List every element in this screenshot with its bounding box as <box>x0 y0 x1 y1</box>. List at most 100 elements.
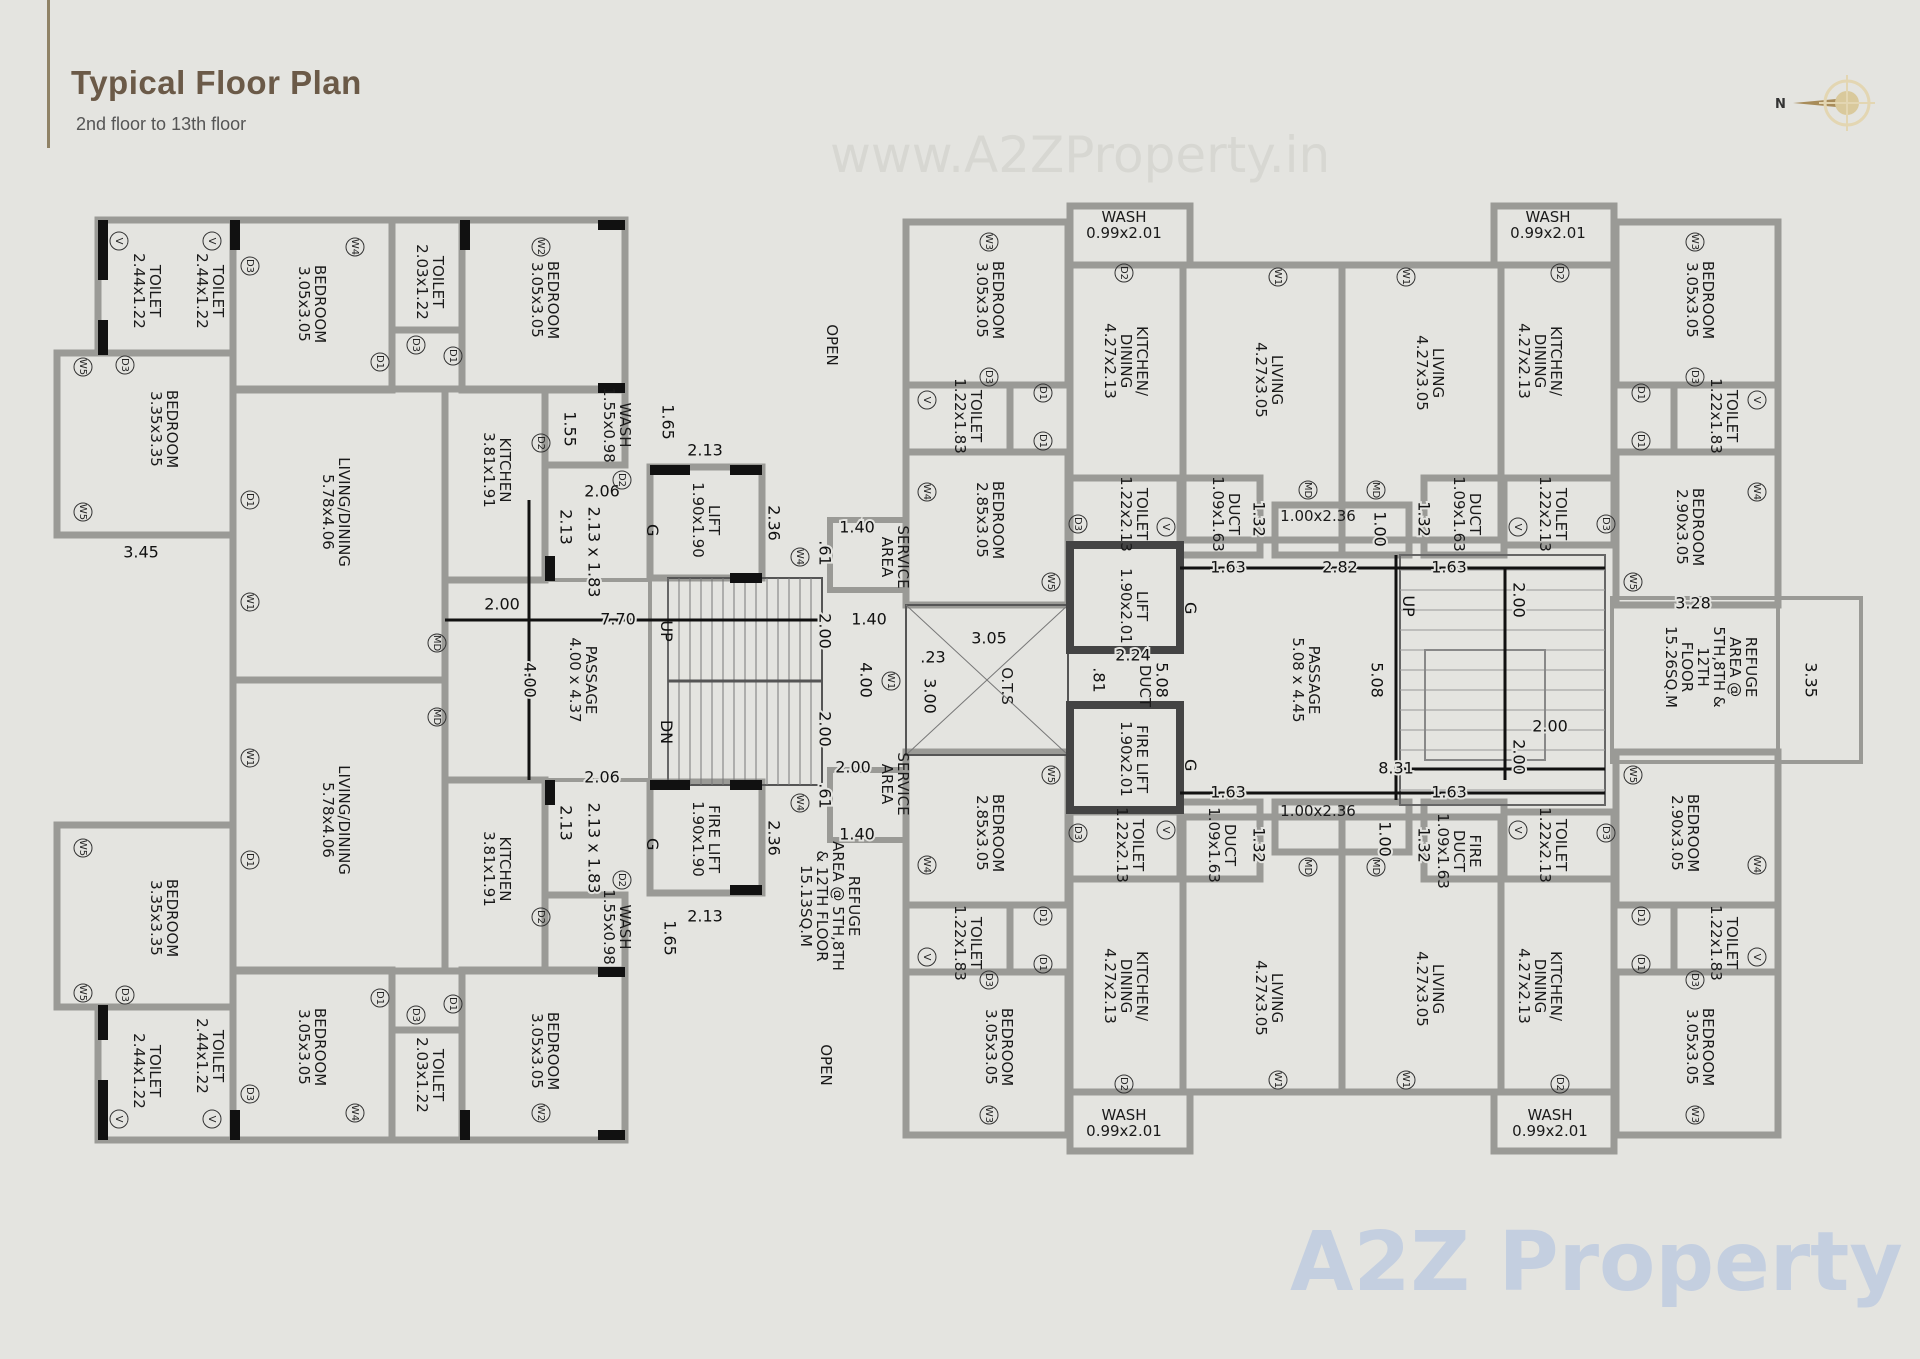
opening-tag: D3 <box>115 355 135 375</box>
opening-tag: D2 <box>1550 1074 1570 1094</box>
opening-tag: D3 <box>979 970 999 990</box>
dimension-label: 3.45 <box>123 543 159 562</box>
opening-tag: D3 <box>1685 367 1705 387</box>
room-label-name: DUCT <box>1466 493 1484 536</box>
column <box>460 1110 470 1140</box>
opening-tag-text: W1 <box>244 750 255 766</box>
wall <box>1420 798 1508 883</box>
room-label-size: 3.05x3.05 <box>528 262 546 338</box>
column <box>650 780 690 790</box>
dimension-label: 4.00 <box>521 662 540 698</box>
opening-tag: W1 <box>881 671 901 691</box>
column <box>598 383 625 393</box>
room-label-size: 5.78x4.06 <box>319 782 337 858</box>
opening-tag-text: W4 <box>794 549 805 565</box>
opening-tag-text: D3 <box>1072 517 1083 531</box>
room-label-size: 1.90x1.90 <box>689 482 707 558</box>
room-label-name: BEDROOM <box>311 1008 329 1086</box>
opening-tag: W4 <box>790 793 810 813</box>
opening-tag-text: W5 <box>77 504 88 520</box>
room-label-name: TOILET <box>209 264 227 318</box>
opening-tag: W3 <box>979 232 999 252</box>
opening-tag: D1 <box>443 346 463 366</box>
room-label-name: BEDROOM <box>1689 488 1707 566</box>
opening-tag-text: V <box>1751 954 1762 961</box>
room-label-name: REFUGE <box>845 876 863 937</box>
column <box>98 220 108 280</box>
opening-tag: MD <box>1298 480 1318 500</box>
room-label-size: 1.09x1.63 <box>1450 476 1468 552</box>
room-label-name: LIVING <box>1268 973 1286 1023</box>
dimension-label: 2.00 <box>816 613 835 649</box>
opening-tag-text: D3 <box>983 973 994 987</box>
opening-tag: W5 <box>1041 765 1061 785</box>
opening-tag-text: W4 <box>921 484 932 500</box>
room-label-size: 4.00 x 4.37 <box>566 637 584 722</box>
dimension-label: 1.32 <box>1415 827 1434 863</box>
opening-tag-text: W3 <box>983 234 994 250</box>
room-label-size: 1.22x2.13 <box>1536 476 1554 552</box>
stair-direction-label: DN <box>657 720 676 744</box>
room-label-name: OPEN <box>817 1044 835 1086</box>
opening-tag-text: W1 <box>1400 269 1411 285</box>
room-label-name: TOILET <box>1552 818 1570 872</box>
opening-tag-text: MD <box>431 709 442 726</box>
wall <box>1338 501 1413 559</box>
opening-tag-text: V <box>1751 397 1762 404</box>
room-label-size: 3.05x3.05 <box>982 1009 1000 1085</box>
dimension-label: 3.00 <box>921 678 940 714</box>
room-label-size: 5.08 x 4.45 <box>1289 637 1307 722</box>
room-label-size: 3.05x3.05 <box>295 266 313 342</box>
room-label-extra2: 15.13SQ.M <box>797 865 815 947</box>
room-label-size: 3.05x3.05 <box>1683 262 1701 338</box>
north-label: N <box>1775 97 1786 112</box>
opening-tag: D1 <box>370 352 390 372</box>
column <box>545 780 555 805</box>
room-label-size: 2.90x3.05 <box>1673 489 1691 565</box>
room-label-name: WASH <box>1527 1106 1572 1124</box>
lift-door-label: G <box>643 524 662 536</box>
dimension-label: 2.06 <box>584 482 620 501</box>
room-label-size: 1.22x1.83 <box>1707 378 1725 454</box>
room-label-size: 3.05x3.05 <box>528 1013 546 1089</box>
opening-tag: D1 <box>1631 954 1651 974</box>
room-label-name: LIVING <box>1268 355 1286 405</box>
opening-tag-text: D3 <box>983 370 994 384</box>
dimension-label: 1.40 <box>839 518 875 537</box>
opening-tag: D1 <box>443 994 463 1014</box>
room-label-name: 1.00x2.36 <box>1280 507 1356 525</box>
room-label-name: LIVING/DINING <box>335 457 353 567</box>
dimension-label: 2.36 <box>765 505 784 541</box>
room-label-extra: 5TH,8TH & <box>1710 626 1728 708</box>
opening-tag-text: W4 <box>349 239 360 255</box>
opening-tag: D3 <box>1596 514 1616 534</box>
column <box>230 1110 240 1140</box>
dimension-label: 2.36 <box>765 820 784 856</box>
dimension-label: 2.00 <box>1532 717 1568 736</box>
dimension-label: 2.06 <box>584 768 620 787</box>
opening-tag: D1 <box>1033 383 1053 403</box>
opening-tag: D3 <box>240 1084 260 1104</box>
room-label-size: 3.05x3.05 <box>973 262 991 338</box>
room-label-name: BEDROOM <box>989 794 1007 872</box>
room-label-extra4: 15.26SQ.M <box>1662 626 1680 708</box>
